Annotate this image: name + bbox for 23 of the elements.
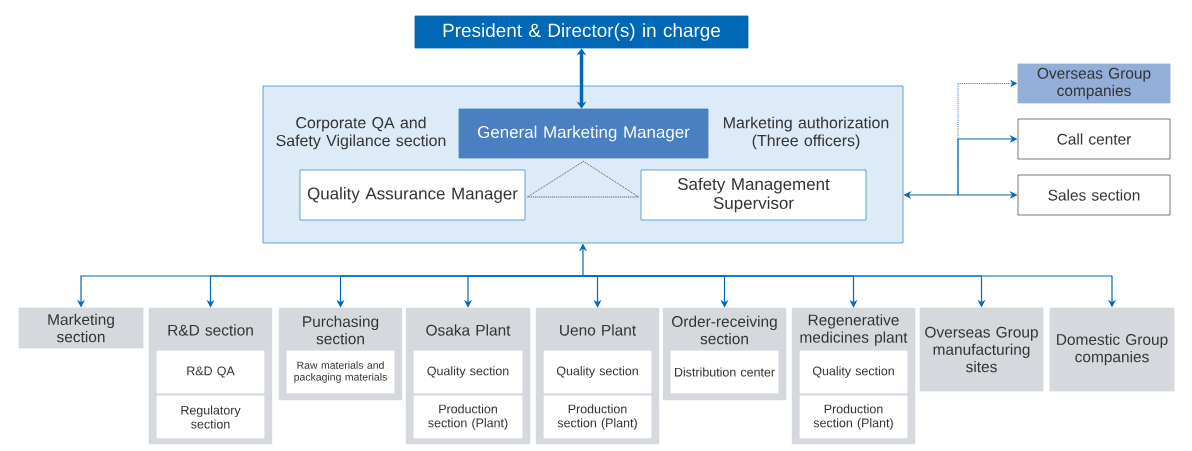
- section-box: Domestic Group companies: [1049, 307, 1175, 392]
- section-box: Marketing section: [18, 307, 144, 349]
- section-label: Marketing authorization (Three officers): [724, 116, 889, 150]
- section-label: Corporate QA and Safety Vigilance section: [276, 116, 446, 150]
- sub-section-box: R&D QA: [156, 350, 265, 394]
- sub-section-box: Quality section: [799, 350, 908, 394]
- sub-section-box: Raw materials and packaging materials: [286, 350, 395, 394]
- section-box: Sales section: [1017, 174, 1171, 216]
- manager-box: Quality Assurance Manager: [299, 169, 526, 221]
- section-box: Call center: [1017, 118, 1171, 160]
- arrow: [576, 48, 587, 109]
- manager-box: Safety Management Supervisor: [640, 169, 867, 221]
- manager-box: General Marketing Manager: [458, 108, 709, 159]
- sub-section-box: Regulatory section: [156, 395, 265, 439]
- sub-section-box: Production section (Plant): [799, 395, 908, 439]
- sub-section-box: Distribution center: [670, 350, 779, 394]
- president-box: President & Director(s) in charge: [414, 15, 749, 49]
- company-box: Overseas Group companies: [1017, 63, 1171, 104]
- sub-section-box: Production section (Plant): [543, 395, 652, 439]
- section-box: Overseas Group manufacturing sites: [919, 307, 1044, 392]
- sub-section-box: Quality section: [543, 350, 652, 394]
- sub-section-box: Production section (Plant): [413, 395, 523, 439]
- sub-section-box: Quality section: [413, 350, 523, 394]
